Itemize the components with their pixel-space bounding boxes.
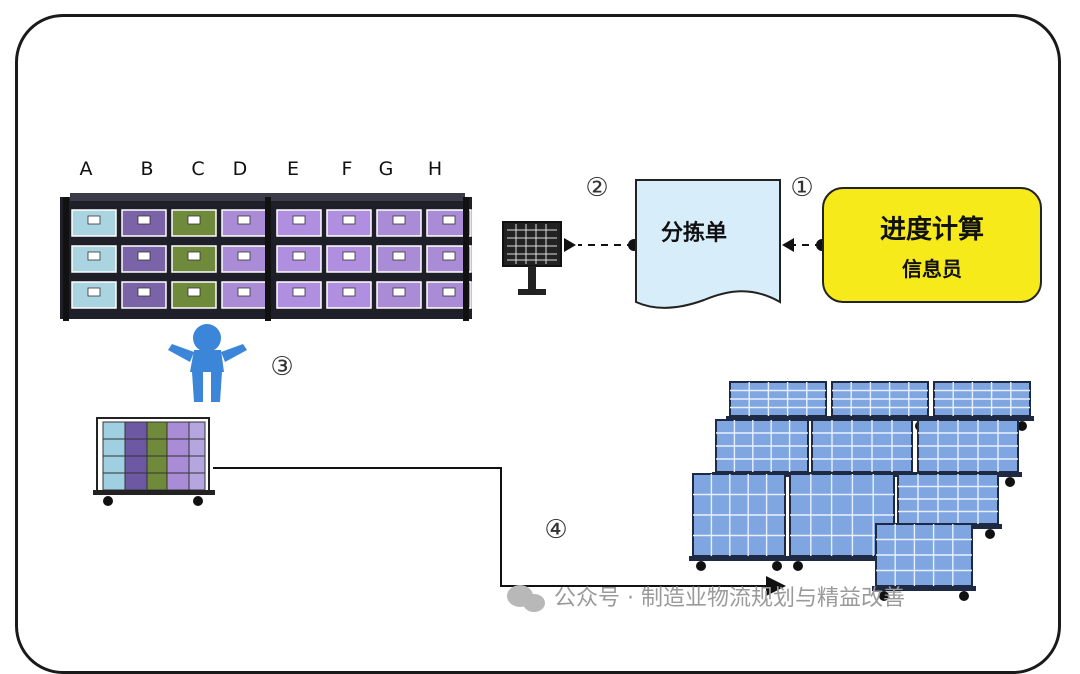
- shelf-bin: [221, 245, 267, 273]
- shelf-bin: [376, 209, 422, 237]
- shelf-bin: [326, 281, 372, 309]
- column-label-d: D: [233, 158, 248, 180]
- column-label-b: B: [140, 158, 153, 180]
- shelf-bin: [276, 209, 322, 237]
- arrow-list-to-terminal: [564, 238, 640, 252]
- shelf-bin: [376, 245, 422, 273]
- column-label-h: H: [428, 158, 442, 180]
- shelf-bin: [376, 281, 422, 309]
- wechat-icon: [507, 585, 545, 612]
- progress-info-box: 进度计算 信息员: [822, 187, 1042, 303]
- step-number-2: ②: [585, 173, 608, 203]
- shelf-post: [463, 197, 469, 321]
- shelf-bin: [326, 245, 372, 273]
- column-label-f: F: [342, 158, 353, 180]
- watermark: 公众号 · 制造业物流规划与精益改善: [507, 585, 905, 612]
- staging-cart: [930, 381, 1034, 431]
- shelf-bin: [276, 245, 322, 273]
- shelf-bin: [171, 209, 217, 237]
- shelf-bin: [276, 281, 322, 309]
- info-box-title: 进度计算: [880, 214, 984, 245]
- picking-list-label: 分拣单: [661, 220, 727, 246]
- shelf-bin: [71, 245, 117, 273]
- picking-process-diagram: A B C D E F G H ②: [60, 158, 1042, 612]
- picking-display-terminal-icon: [502, 221, 562, 295]
- column-label-a: A: [80, 158, 93, 180]
- column-label-g: G: [379, 158, 394, 180]
- shelf-bin: [71, 281, 117, 309]
- arrow-info-to-list: [782, 238, 828, 252]
- shelf-post: [63, 197, 69, 321]
- step-number-1: ①: [790, 173, 813, 203]
- shelf-bin: [171, 281, 217, 309]
- shelf-bin: [171, 245, 217, 273]
- shelf-bin: [221, 209, 267, 237]
- step-number-3: ③: [270, 352, 293, 382]
- shelf-post: [265, 197, 271, 321]
- staging-area-carts: [689, 381, 1034, 601]
- shelf-column-labels: A B C D E F G H: [80, 158, 443, 180]
- staging-cart: [726, 381, 830, 431]
- picker-worker-icon: [168, 324, 247, 402]
- step-number-4: ④: [544, 515, 567, 545]
- shelf-bin: [326, 209, 372, 237]
- shelf-bin: [121, 281, 167, 309]
- storage-shelf: [60, 193, 472, 321]
- transport-path-arrow: [213, 467, 786, 596]
- picking-list-document: 分拣单: [635, 179, 781, 309]
- shelf-bin: [221, 281, 267, 309]
- column-label-c: C: [191, 158, 204, 180]
- shelf-bin: [121, 209, 167, 237]
- staging-cart: [689, 473, 789, 571]
- info-box-subtitle: 信息员: [902, 257, 962, 281]
- shelf-bin: [71, 209, 117, 237]
- column-label-e: E: [287, 158, 299, 180]
- watermark-text: 公众号 · 制造业物流规划与精益改善: [554, 586, 905, 611]
- picked-cart-icon: [93, 417, 215, 506]
- shelf-bin: [121, 245, 167, 273]
- staging-cart: [872, 523, 976, 601]
